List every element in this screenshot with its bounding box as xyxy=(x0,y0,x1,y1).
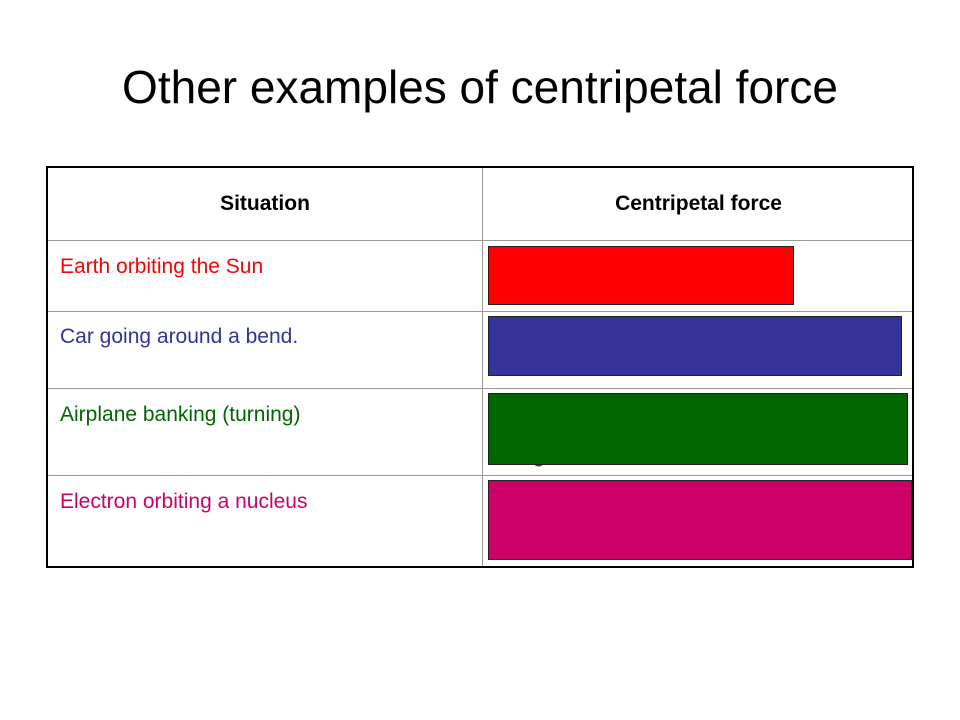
row-divider xyxy=(48,311,912,312)
examples-table: Situation Centripetal force Earth orbiti… xyxy=(46,166,914,568)
slide-title: Other examples of centripetal force xyxy=(122,61,838,113)
header-situation: Situation xyxy=(220,192,310,215)
column-divider xyxy=(482,168,483,566)
situation-car-around-bend: Car going around a bend. xyxy=(60,325,299,348)
hidden-answer-cover[interactable] xyxy=(488,316,902,376)
hidden-answer-cover[interactable] xyxy=(488,393,908,465)
situation-earth-orbiting-sun: Earth orbiting the Sun xyxy=(60,255,264,278)
row-divider xyxy=(48,475,912,476)
situation-electron-orbiting-nucleus: Electron orbiting a nucleus xyxy=(60,490,308,513)
hidden-answer-cover[interactable] xyxy=(488,246,794,305)
row-divider xyxy=(48,240,912,241)
situation-airplane-banking: Airplane banking (turning) xyxy=(60,403,301,426)
header-centripetal-force: Centripetal force xyxy=(615,192,782,215)
row-divider xyxy=(48,388,912,389)
hidden-answer-cover[interactable] xyxy=(488,480,912,560)
